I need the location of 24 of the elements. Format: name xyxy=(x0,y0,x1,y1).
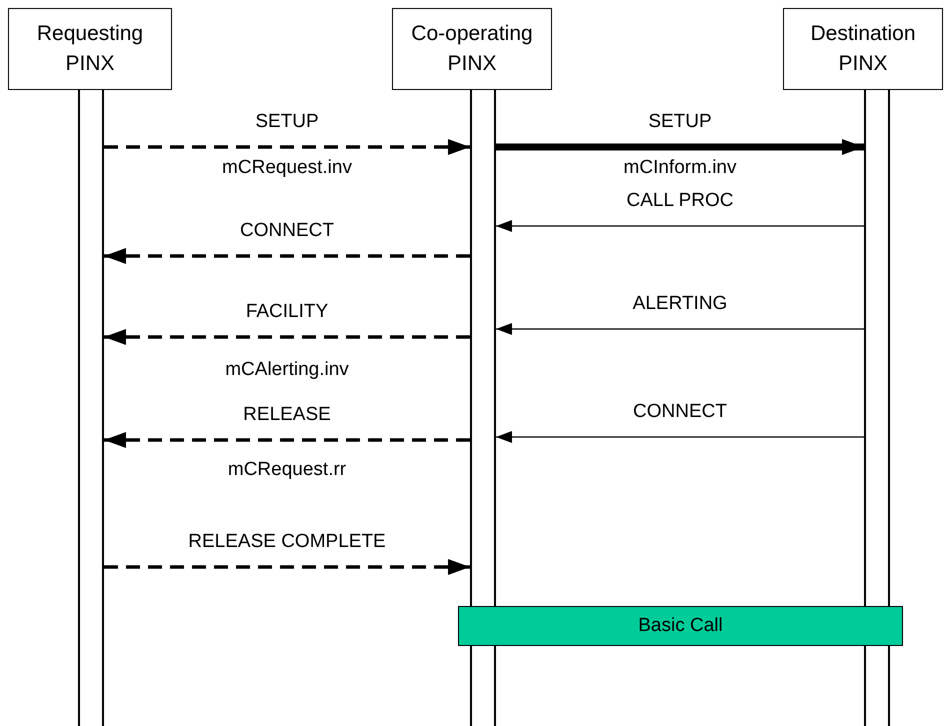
message-arrow xyxy=(496,220,864,232)
message-arrow xyxy=(104,432,470,448)
activity-bar xyxy=(458,606,903,646)
lifeline-bar xyxy=(864,90,890,726)
participant-name: Requesting PINX xyxy=(36,21,144,77)
participant-box xyxy=(8,8,172,90)
message-arrow xyxy=(104,329,470,345)
message-arrow xyxy=(496,323,864,335)
participant-box xyxy=(783,8,943,90)
operation-label: mCRequest.inv xyxy=(222,157,352,179)
participant-name: Destination PINX xyxy=(809,21,917,77)
participant-name: Co-operating PINX xyxy=(410,21,534,77)
operation-label: mCAlerting.inv xyxy=(225,359,349,381)
participant-box xyxy=(392,8,552,90)
message-arrow xyxy=(104,559,470,575)
message-arrow xyxy=(104,139,470,155)
activity-label: Basic Call xyxy=(638,614,723,638)
lifeline-bar xyxy=(78,90,104,726)
message-arrow xyxy=(104,248,470,264)
message-arrow xyxy=(496,139,864,155)
lifeline-bar xyxy=(470,90,496,726)
message-arrow xyxy=(496,431,864,443)
operation-label: mCRequest.rr xyxy=(228,459,346,481)
operation-label: mCInform.inv xyxy=(624,157,736,179)
